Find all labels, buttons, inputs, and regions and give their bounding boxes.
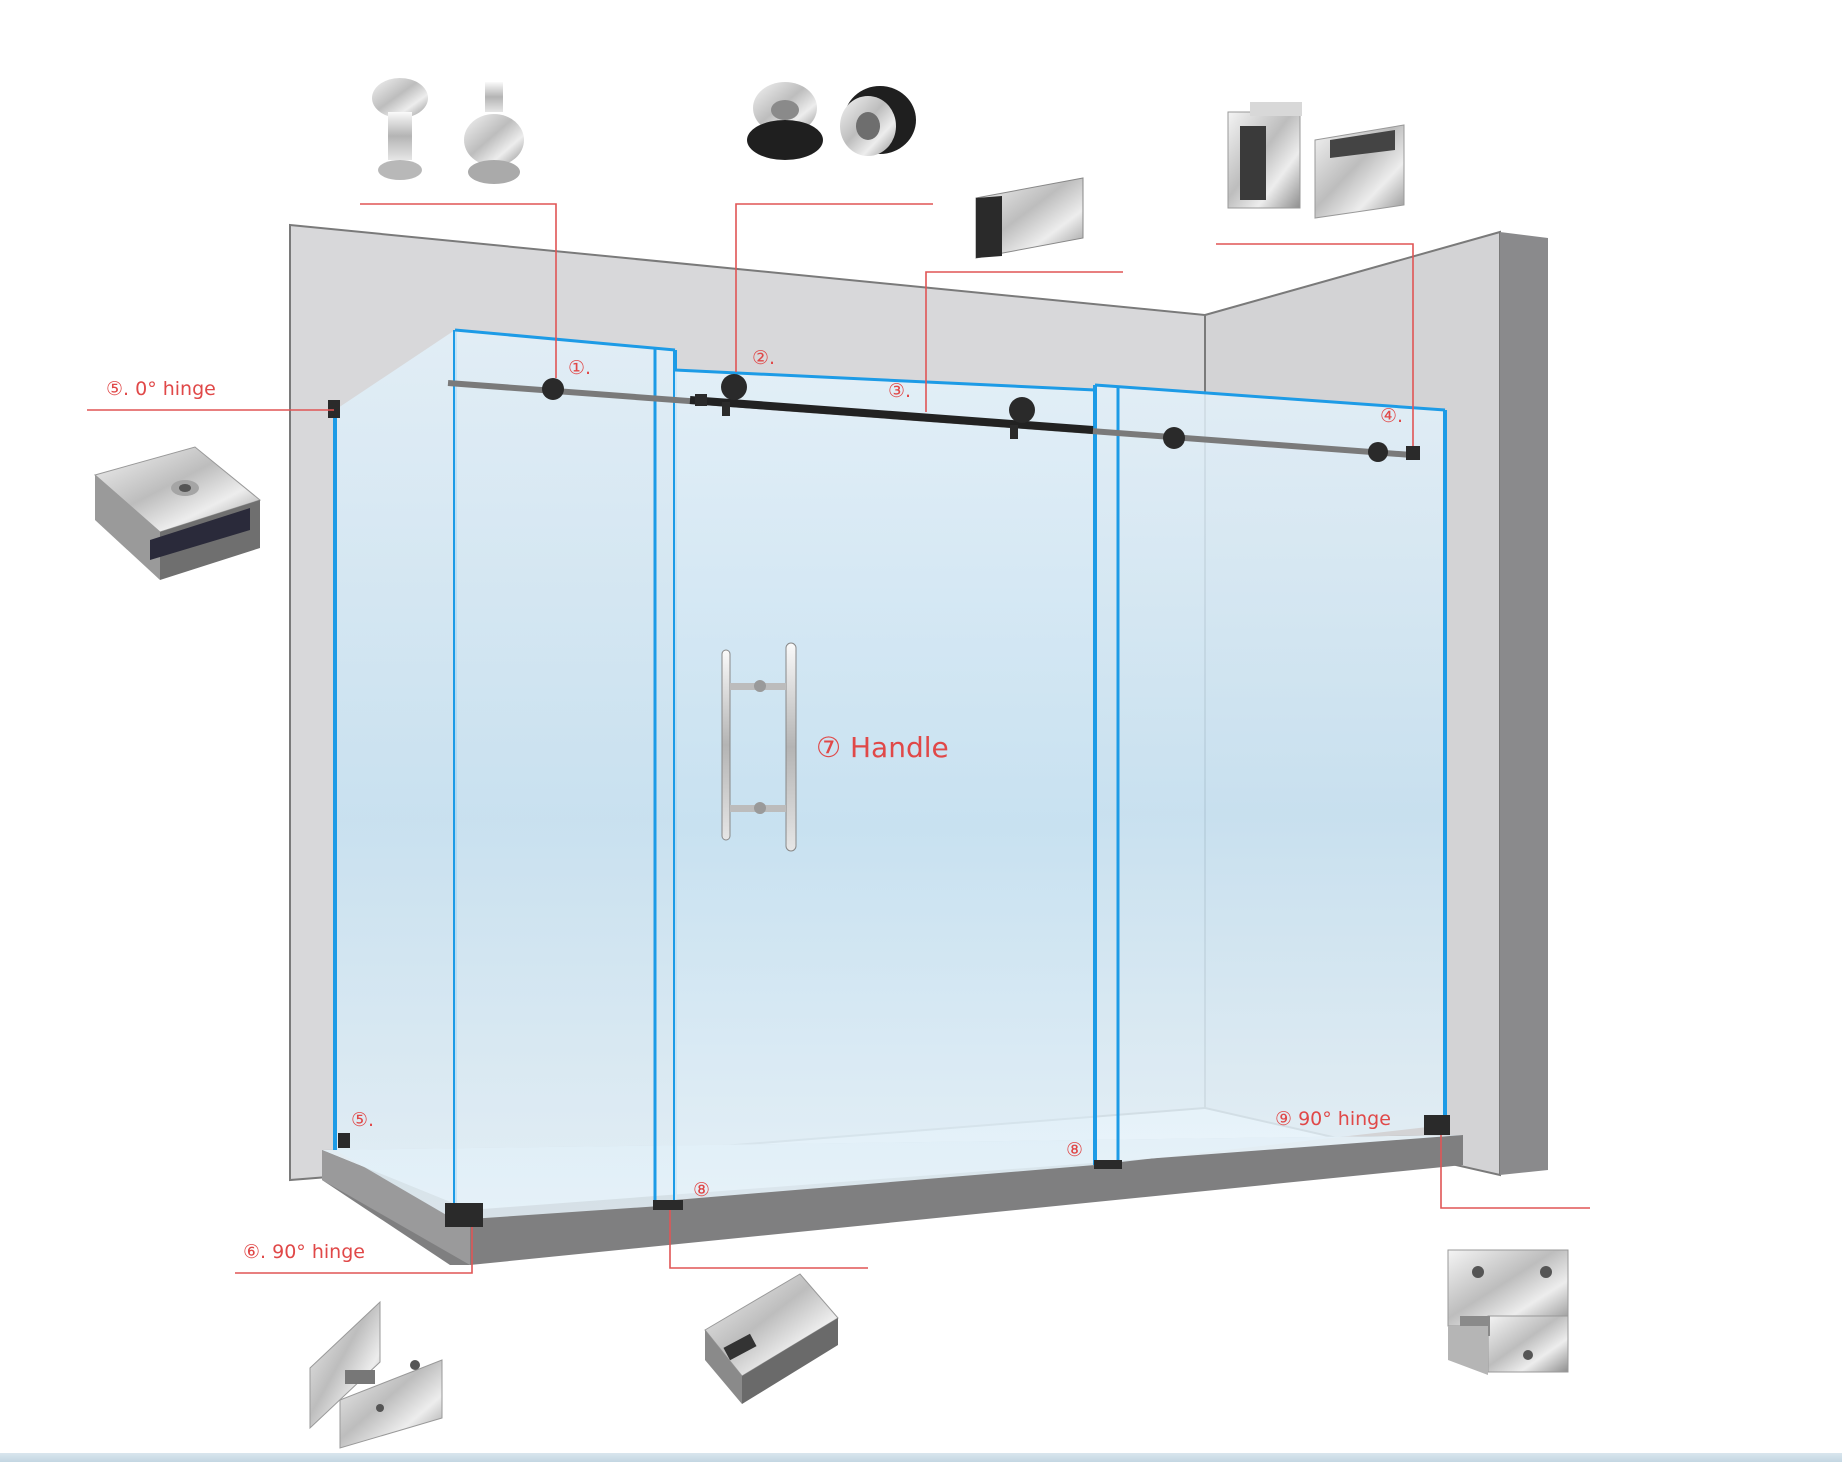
square-rail-tube-icon	[975, 177, 1084, 259]
sliding-door-panel	[674, 368, 1096, 1200]
part-6-thumbnail	[309, 1300, 443, 1449]
label-part-4: ④.	[1380, 405, 1403, 427]
label-part-6: ⑥. 90° hinge	[243, 1241, 365, 1263]
part-4-thumbnail	[1227, 102, 1405, 219]
floor-guide-icon	[704, 1273, 839, 1404]
left-fixed-panel	[454, 328, 677, 1220]
label-part-1: ①.	[568, 357, 591, 379]
part-9-thumbnail	[1447, 1249, 1569, 1375]
label-part-8-right: ⑧	[1066, 1139, 1083, 1161]
label-part-2: ②.	[752, 347, 775, 369]
label-part-9: ⑨ 90° hinge	[1275, 1108, 1391, 1130]
label-part-8-left: ⑧	[693, 1179, 710, 1201]
right-fixed-panel	[1093, 383, 1447, 1165]
roller-wheel-icon	[372, 78, 524, 184]
door-stopper-icon	[747, 82, 916, 160]
label-part-5: ⑤.	[351, 1109, 374, 1131]
callout-lines	[87, 203, 1590, 1274]
sliding-rail	[447, 380, 1413, 458]
label-part-5-hinge: ⑤. 0° hinge	[106, 378, 216, 400]
hinge-90-wall-icon	[1447, 1249, 1569, 1375]
rail-end-bracket-icon	[1227, 102, 1405, 219]
hinge-90-icon	[309, 1300, 443, 1449]
part-2-thumbnail	[747, 82, 916, 160]
bottom-edge-bar	[0, 1453, 1842, 1462]
part-5-thumbnail	[93, 446, 262, 580]
label-part-7-handle: ⑦ Handle	[816, 731, 949, 764]
door-handle	[721, 642, 797, 852]
part-3-thumbnail	[975, 177, 1084, 259]
part-1-thumbnail	[372, 78, 524, 184]
label-part-3: ③.	[888, 380, 911, 402]
glass-clamp-icon	[93, 446, 262, 580]
roller-hardware	[542, 374, 1420, 462]
part-8-thumbnail	[704, 1273, 839, 1404]
side-glass-panel	[333, 330, 457, 1220]
clamp-hardware	[328, 400, 1450, 1227]
